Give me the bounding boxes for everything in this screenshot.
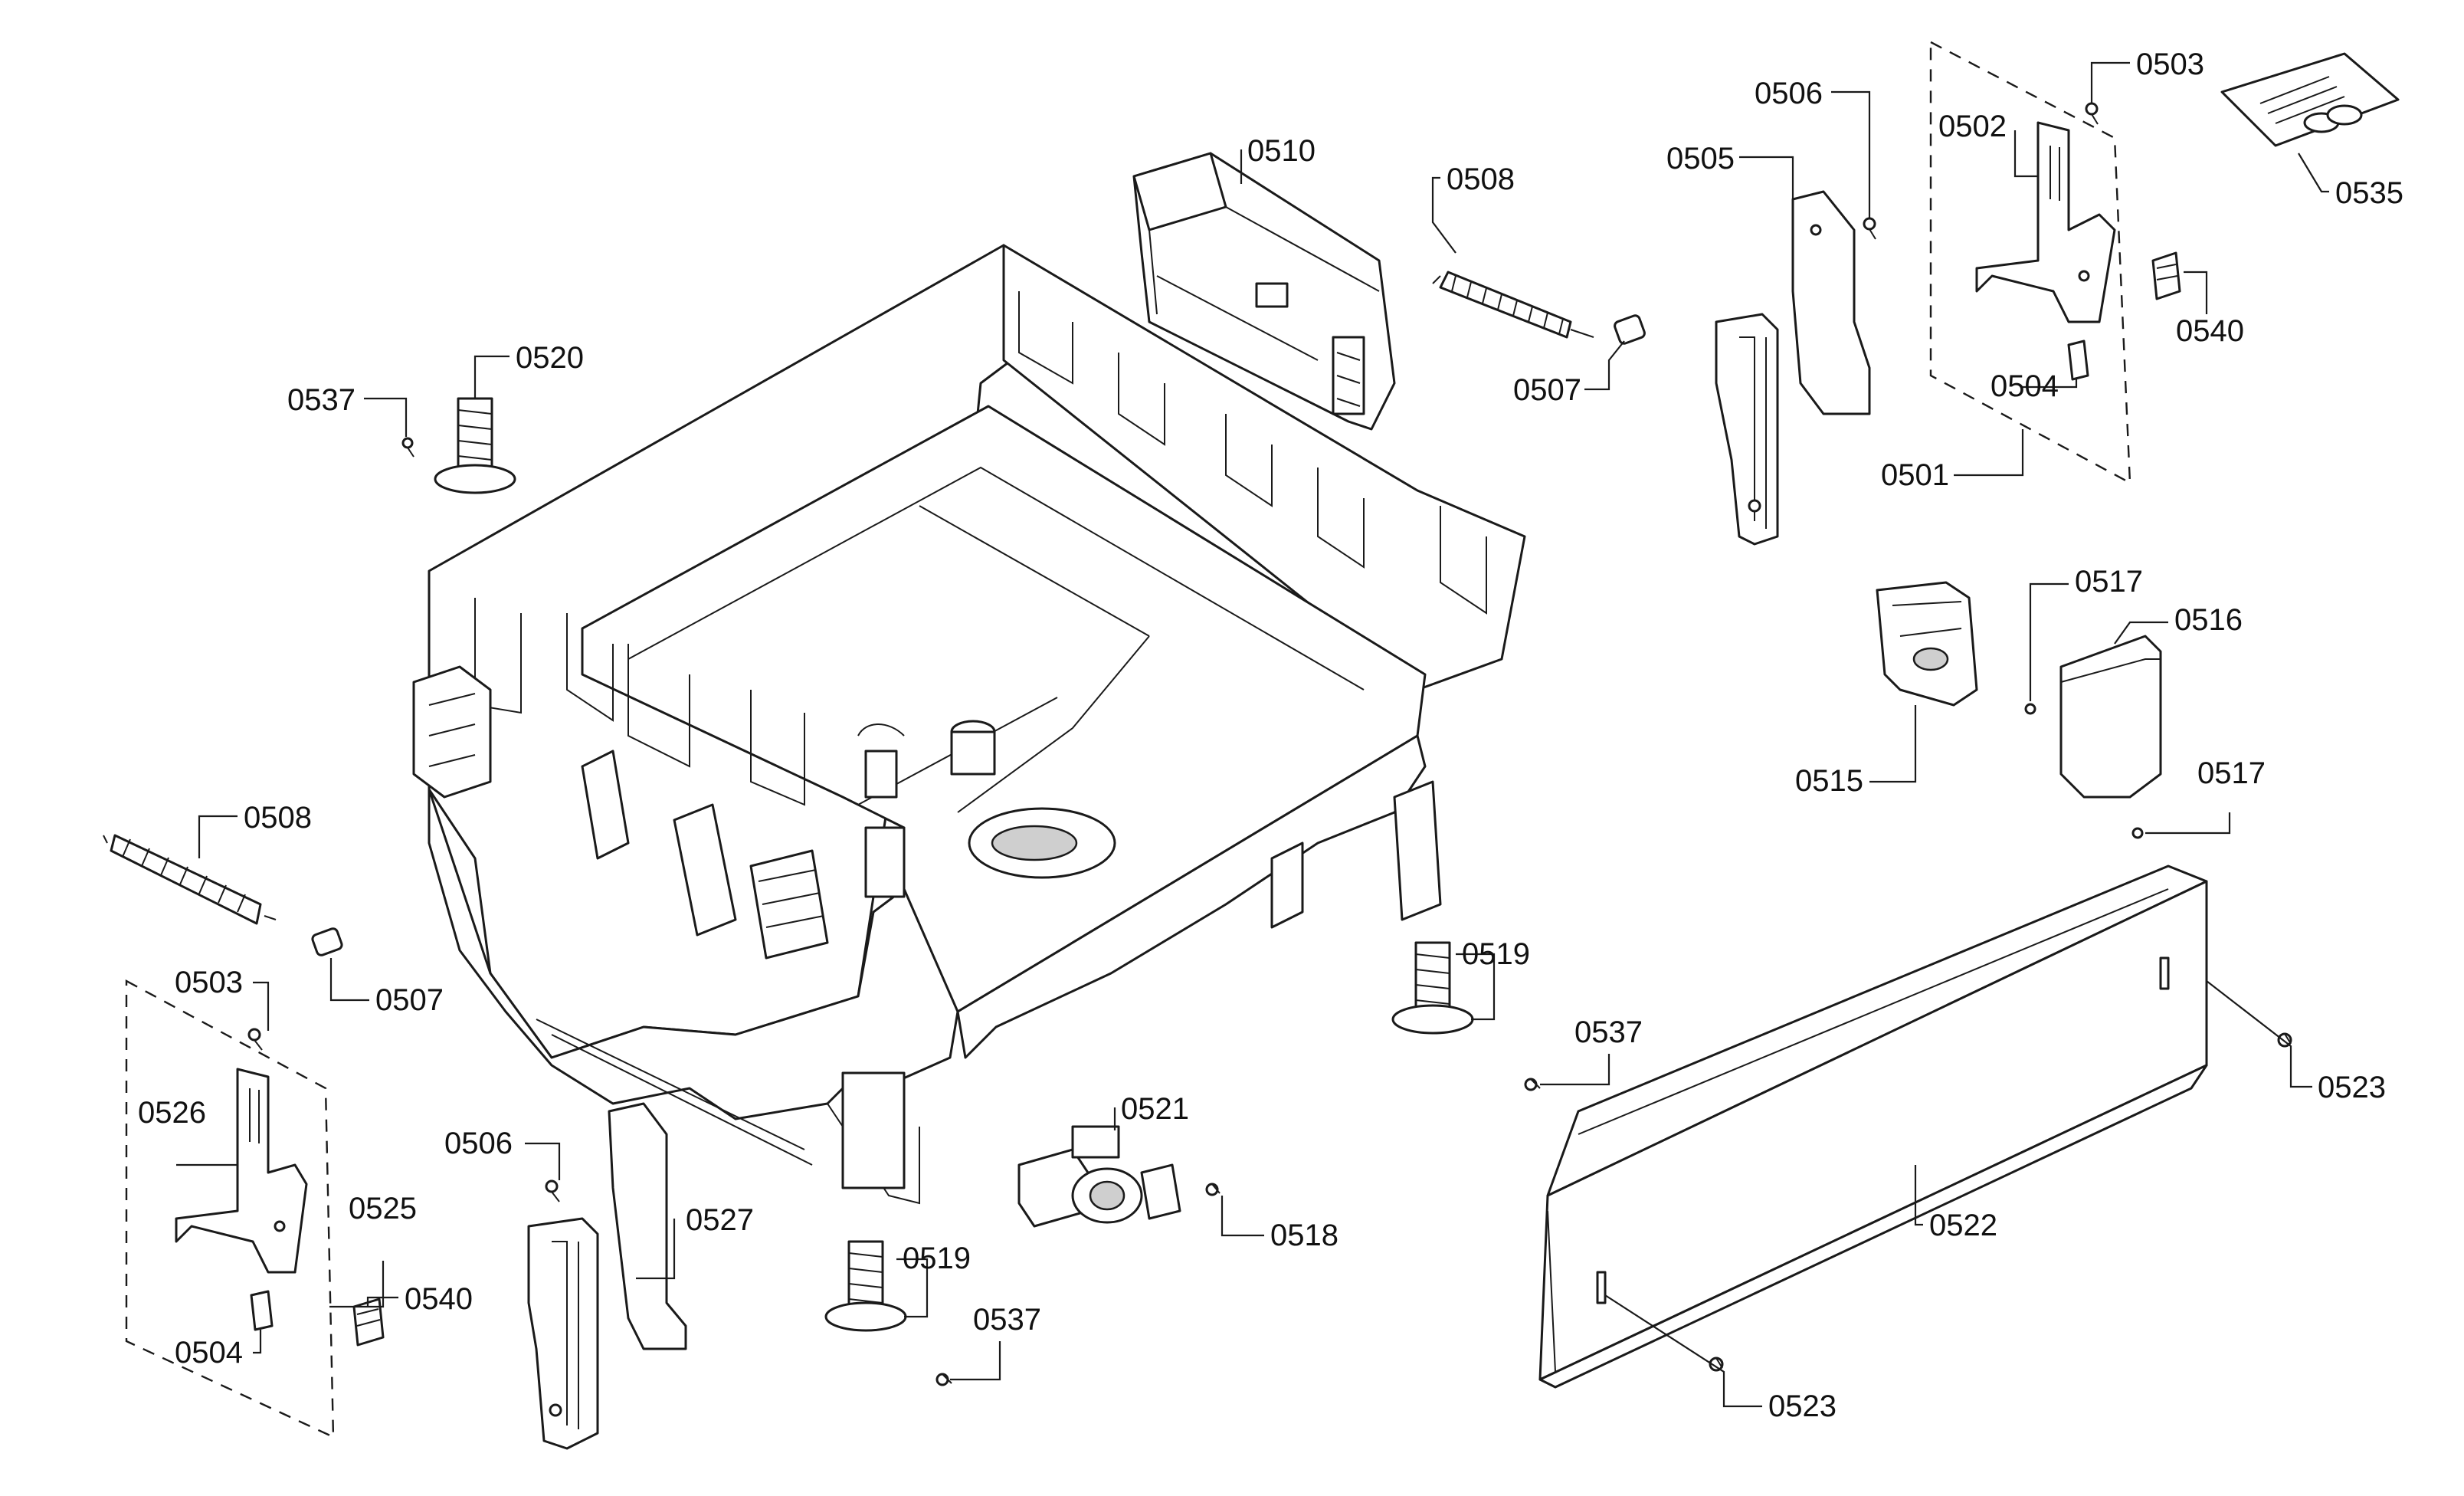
label-0505: 0505: [1666, 142, 1735, 176]
spring-0508-lower: [103, 834, 277, 925]
label-0527: 0527: [686, 1203, 754, 1237]
label-0519-lower: 0519: [903, 1242, 971, 1275]
clip-0507-upper: [1614, 314, 1646, 345]
label-0523-lower: 0523: [1768, 1389, 1837, 1423]
screw-0537-upper: [401, 437, 414, 458]
label-0517-lower: 0517: [2197, 756, 2266, 790]
clip-0507-lower: [311, 927, 343, 956]
bracket-0540-upper: [2151, 251, 2181, 300]
screw-0523-lower: [1709, 1357, 1724, 1372]
label-0537-mid: 0537: [1574, 1015, 1643, 1049]
hinge-plate-0526: [175, 1068, 308, 1274]
assembly-0525-outline: [125, 979, 335, 1439]
label-0507-upper: 0507: [1513, 373, 1581, 407]
label-0501: 0501: [1881, 458, 1949, 492]
clip-0504-upper: [2067, 340, 2089, 381]
spring-0508-upper: [1432, 271, 1594, 339]
label-0526: 0526: [138, 1096, 206, 1130]
label-0516: 0516: [2174, 603, 2243, 637]
screw-0506-lower: [545, 1179, 560, 1202]
assembly-0501-outline: [1929, 41, 2131, 485]
screw-0518: [1205, 1183, 1221, 1196]
kick-panel-0522: [1538, 864, 2208, 1389]
label-0504-lower: 0504: [175, 1336, 243, 1370]
label-0525: 0525: [349, 1192, 417, 1225]
label-0507-lower: 0507: [375, 983, 444, 1017]
label-0506-lower: 0506: [444, 1127, 513, 1160]
bracket-0515: [1876, 581, 1978, 707]
label-0519-upper: 0519: [1462, 937, 1530, 971]
water-valve-0521: [1017, 1125, 1181, 1228]
label-0502: 0502: [1938, 110, 2007, 143]
label-0503-upper: 0503: [2136, 48, 2204, 81]
leveling-foot-0520: [434, 397, 516, 494]
part-labels: 0510 0508 0507 0520 0537 0506 0505 0503 …: [138, 48, 2403, 1423]
base-tub-assembly: [412, 244, 1526, 1205]
label-0537-upper: 0537: [287, 383, 356, 417]
screw-0537-lower: [935, 1373, 952, 1386]
pad-0535: [2220, 52, 2400, 147]
label-0520: 0520: [516, 341, 584, 375]
clip-0504-lower: [250, 1290, 274, 1331]
label-0508-upper: 0508: [1447, 162, 1515, 196]
label-0503-lower: 0503: [175, 966, 243, 999]
hinge-arm-0527: [527, 1102, 687, 1450]
label-0537-lower: 0537: [973, 1303, 1041, 1337]
label-0540-lower: 0540: [405, 1282, 473, 1316]
label-0540-upper: 0540: [2176, 314, 2244, 348]
screw-0537-mid: [1524, 1078, 1541, 1091]
bracket-0540-lower: [352, 1298, 385, 1347]
screw-0503-lower: [247, 1028, 263, 1051]
screw-0503-upper: [2085, 102, 2099, 125]
label-0508-lower: 0508: [244, 801, 312, 835]
leveling-foot-0519-upper: [1391, 941, 1474, 1035]
hinge-arm-0505: [1715, 190, 1871, 546]
cover-0516: [2059, 635, 2162, 799]
label-0523-right: 0523: [2318, 1071, 2386, 1104]
label-0522: 0522: [1929, 1209, 1997, 1242]
label-0535: 0535: [2335, 176, 2403, 210]
leveling-foot-0519-lower: [824, 1240, 907, 1332]
label-0517-upper: 0517: [2075, 565, 2143, 599]
leader-lines: [176, 61, 2329, 1408]
label-0521: 0521: [1121, 1092, 1189, 1126]
label-0510: 0510: [1247, 134, 1316, 168]
screw-0517-lower: [2131, 827, 2144, 839]
screw-0517-upper: [2024, 703, 2036, 715]
label-0506-upper: 0506: [1755, 77, 1823, 110]
screw-0506-upper: [1863, 217, 1876, 240]
part-0510-component: [1132, 152, 1396, 431]
hinge-plate-0502: [1975, 121, 2116, 323]
label-0504-upper: 0504: [1991, 369, 2059, 403]
label-0515: 0515: [1795, 764, 1863, 798]
label-0518: 0518: [1270, 1219, 1338, 1252]
